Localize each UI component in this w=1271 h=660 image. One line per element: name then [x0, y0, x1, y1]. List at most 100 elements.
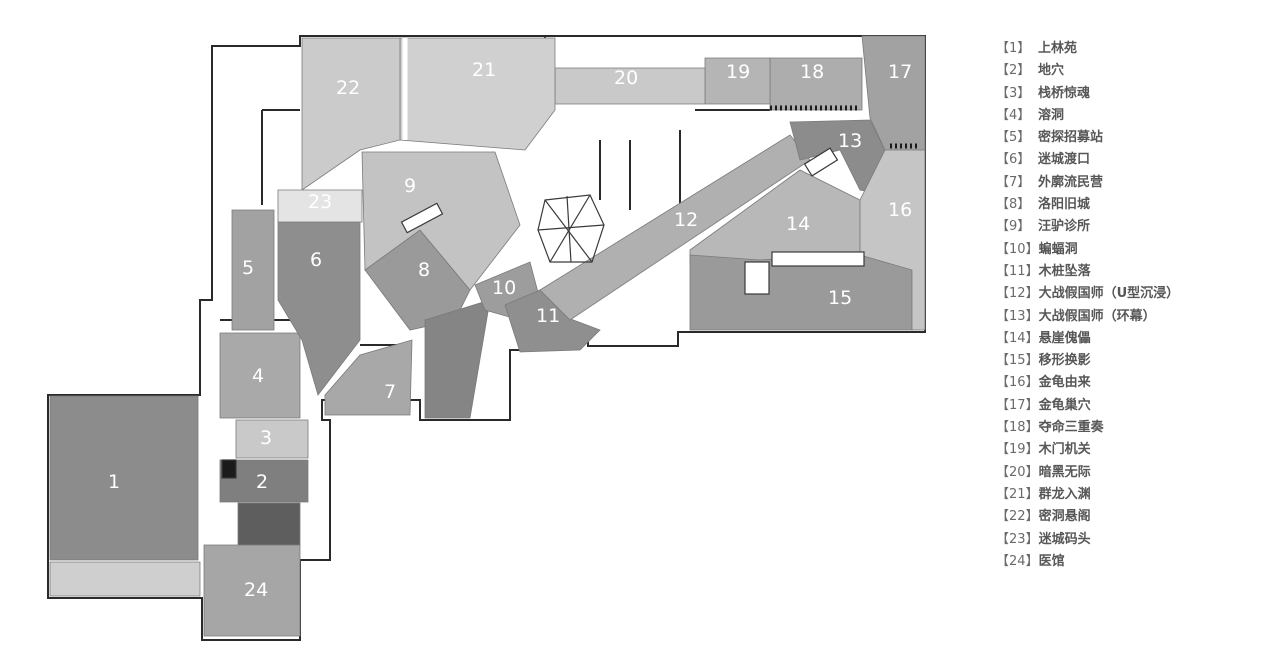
zone-8-lower [424, 299, 491, 419]
zone-18-number: 18 [800, 61, 824, 83]
legend-item[interactable]: 【14】悬崖傀儡 [996, 328, 1266, 350]
zone-2-area[interactable] [219, 459, 309, 503]
legend-name: 暗黑无际 [1038, 464, 1091, 480]
legend-name: 金龟由来 [1038, 375, 1091, 391]
zone-19-number: 19 [726, 61, 750, 83]
legend-number: 【2】 [996, 63, 1031, 79]
zone-6-number: 6 [310, 249, 322, 271]
zone-22-area[interactable] [301, 37, 401, 191]
zone-3-area[interactable] [235, 419, 309, 459]
legend-item[interactable]: 【6】迷城渡口 [996, 149, 1266, 171]
zone-21-area[interactable] [399, 37, 556, 151]
legend-item[interactable]: 【7】外廓流民营 [996, 172, 1266, 194]
legend-item[interactable]: 【12】大战假国师（U型沉浸） [996, 283, 1266, 305]
zone-17-area[interactable] [861, 35, 926, 151]
legend-item[interactable]: 【22】密洞悬阁 [996, 506, 1266, 528]
zones [49, 35, 926, 637]
zone-9-number: 9 [404, 175, 416, 197]
zone-3-number: 3 [260, 427, 272, 449]
zone-1-number: 1 [108, 471, 120, 493]
stair-block [221, 459, 237, 479]
zone-22-number: 22 [336, 77, 360, 99]
zone-12-number: 12 [674, 209, 698, 231]
legend-name: 上林苑 [1038, 41, 1078, 56]
legend-item[interactable]: 【5】密探招募站 [996, 127, 1266, 149]
legend-number: 【12】 [996, 286, 1039, 302]
legend-name: 汪驴诊所 [1038, 219, 1091, 235]
legend-name: 移形换影 [1038, 353, 1091, 369]
legend-item[interactable]: 【15】移形换影 [996, 350, 1266, 372]
legend-item[interactable]: 【21】群龙入渊 [996, 484, 1266, 506]
legend-item[interactable]: 【13】大战假国师（环幕） [996, 306, 1266, 328]
stage-block [803, 147, 839, 177]
legend-item[interactable]: 【3】栈桥惊魂 [996, 83, 1266, 105]
legend-number: 【11】 [996, 263, 1039, 279]
legend-number: 【1】 [996, 41, 1031, 56]
zone-13-number: 13 [838, 130, 862, 152]
legend-number: 【15】 [996, 353, 1039, 369]
zone-4-area[interactable] [219, 332, 301, 419]
zone-11-number: 11 [536, 305, 560, 327]
zone-1-area[interactable] [49, 395, 199, 561]
legend-number: 【19】 [996, 442, 1039, 458]
zone-14-number: 14 [786, 213, 810, 235]
legend-item[interactable]: 【2】地穴 [996, 60, 1266, 82]
legend-number: 【17】 [996, 397, 1039, 413]
legend-item[interactable]: 【9】汪驴诊所 [996, 216, 1266, 238]
legend-item[interactable]: 【23】迷城码头 [996, 529, 1266, 551]
legend-item[interactable]: 【10】蝙蝠洞 [996, 239, 1266, 261]
zone-5-number: 5 [242, 257, 254, 279]
legend-name: 栈桥惊魂 [1038, 85, 1091, 101]
plan-details [221, 38, 920, 479]
legend-name: 大战假国师（U型沉浸） [1038, 286, 1180, 302]
legend-item[interactable]: 【16】金龟由来 [996, 372, 1266, 394]
zone-9-area[interactable] [361, 151, 521, 291]
legend-name: 大战假国师（环幕） [1038, 308, 1156, 324]
legend-name: 密洞悬阁 [1038, 509, 1091, 525]
zone-legend: 【1】上林苑 【2】地穴 【3】栈桥惊魂 【4】溶洞 【5】密探招募站 【6】迷… [996, 38, 1266, 573]
legend-number: 【24】 [996, 553, 1039, 569]
legend-item[interactable]: 【1】上林苑 [996, 38, 1266, 60]
tent-structure [537, 194, 605, 263]
zone-16-area[interactable] [859, 139, 926, 331]
zone-15-number: 15 [828, 287, 852, 309]
stage-block [744, 261, 770, 295]
legend-item[interactable]: 【20】暗黑无际 [996, 462, 1266, 484]
legend-name: 洛阳旧城 [1038, 197, 1091, 213]
zone-7-number: 7 [384, 381, 396, 403]
legend-number: 【7】 [996, 174, 1031, 190]
legend-number: 【18】 [996, 420, 1039, 436]
legend-item[interactable]: 【24】医馆 [996, 551, 1266, 573]
legend-item[interactable]: 【19】木门机关 [996, 439, 1266, 461]
zone-21-number: 21 [472, 59, 496, 81]
zone-entrance-strip [49, 561, 201, 597]
zone-23-area[interactable] [277, 189, 363, 223]
legend-item[interactable]: 【8】洛阳旧城 [996, 194, 1266, 216]
zone-20-number: 20 [614, 67, 638, 89]
legend-name: 木桩坠落 [1038, 263, 1091, 279]
zone-16-number: 16 [888, 199, 912, 221]
legend-number: 【16】 [996, 375, 1039, 391]
legend-number: 【3】 [996, 85, 1031, 101]
legend-name: 溶洞 [1038, 107, 1065, 123]
legend-number: 【13】 [996, 308, 1039, 324]
zone-5-area[interactable] [231, 209, 275, 331]
legend-item[interactable]: 【4】溶洞 [996, 105, 1266, 127]
zone-17-number: 17 [888, 61, 912, 83]
legend-name: 悬崖傀儡 [1038, 330, 1091, 346]
legend-name: 地穴 [1038, 63, 1065, 79]
zone-2-number: 2 [256, 471, 268, 493]
legend-item[interactable]: 【17】金龟巢穴 [996, 395, 1266, 417]
legend-name: 木门机关 [1038, 442, 1091, 458]
legend-item[interactable]: 【11】木桩坠落 [996, 261, 1266, 283]
legend-name: 群龙入渊 [1038, 486, 1091, 502]
legend-number: 【6】 [996, 152, 1031, 168]
legend-name: 金龟巢穴 [1038, 397, 1091, 413]
legend-name: 迷城渡口 [1038, 152, 1091, 168]
stage-block [771, 251, 865, 267]
legend-item[interactable]: 【18】夺命三重奏 [996, 417, 1266, 439]
legend-name: 迷城码头 [1038, 531, 1091, 547]
zone-24-number: 24 [244, 579, 268, 601]
zone-7-area[interactable] [324, 339, 413, 416]
zone-24-area[interactable] [203, 544, 301, 637]
